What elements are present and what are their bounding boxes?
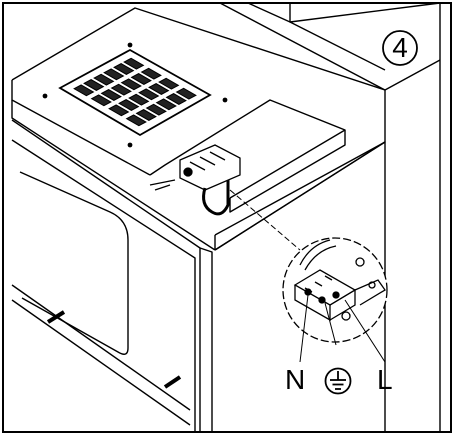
terminal-block bbox=[149, 144, 241, 216]
neutral-label: N bbox=[285, 364, 306, 395]
filter-cell bbox=[93, 73, 115, 86]
glass-clips bbox=[46, 310, 182, 389]
filter-cell bbox=[103, 68, 125, 81]
filter-cell bbox=[108, 104, 130, 117]
terminal-zoom-view bbox=[282, 237, 388, 363]
filter-cell bbox=[158, 77, 180, 90]
filter-cell bbox=[165, 93, 187, 105]
filter-cell bbox=[120, 78, 142, 91]
filter-cell bbox=[138, 88, 160, 101]
step-number: 4 bbox=[392, 32, 408, 63]
mounting-screws bbox=[42, 42, 228, 148]
filter-cell bbox=[140, 67, 162, 80]
filter-cell bbox=[100, 89, 122, 101]
filter-cell bbox=[73, 84, 95, 97]
filter-cell bbox=[113, 63, 135, 75]
line-label: L bbox=[377, 364, 393, 395]
filter-cell bbox=[125, 114, 147, 127]
filter-cell bbox=[145, 103, 167, 116]
grease-filter-grid bbox=[58, 48, 212, 137]
filter-cell bbox=[110, 83, 132, 96]
filter-cell bbox=[148, 83, 170, 95]
filter-cell bbox=[118, 99, 140, 111]
filter-cell bbox=[83, 79, 105, 91]
hood-body bbox=[11, 2, 441, 432]
filter-cell bbox=[123, 57, 145, 70]
filter-cell bbox=[130, 73, 152, 85]
zoom-leader bbox=[229, 189, 301, 251]
filter-cell bbox=[128, 93, 150, 106]
filter-cell bbox=[155, 98, 177, 111]
filter-cell bbox=[175, 87, 197, 100]
ground-symbol-icon bbox=[324, 367, 352, 395]
filter-cell bbox=[90, 94, 112, 107]
filter-cell bbox=[135, 109, 157, 121]
step-number-circle bbox=[382, 30, 418, 66]
